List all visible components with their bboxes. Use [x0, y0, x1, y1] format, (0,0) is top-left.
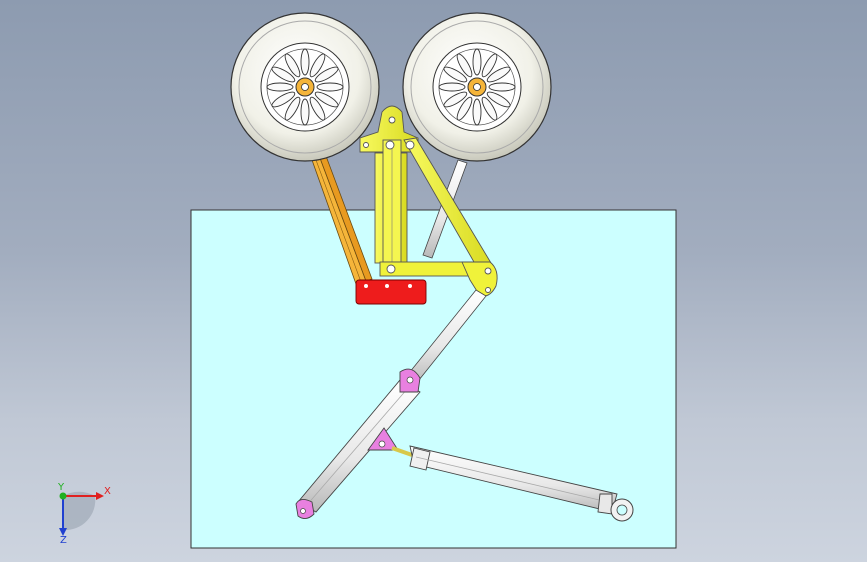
magenta-joint-upper[interactable]: [399, 368, 421, 393]
y-axis-label: Y: [58, 482, 65, 493]
actuator-cylinder[interactable]: [391, 445, 634, 522]
coordinate-triad[interactable]: X Y Z: [40, 480, 120, 550]
right-wheel-spokes: [438, 48, 516, 126]
left-wheel-spokes: [266, 48, 344, 126]
right-wheel[interactable]: [402, 12, 552, 162]
magenta-end-lower[interactable]: [295, 499, 315, 519]
triad-graphic: [59, 491, 104, 536]
magenta-bracket[interactable]: [367, 427, 399, 451]
z-axis-label: Z: [60, 535, 67, 546]
x-axis-label: X: [104, 486, 111, 497]
left-wheel[interactable]: [230, 12, 380, 162]
orange-strut[interactable]: [311, 155, 373, 285]
red-mount-block[interactable]: [355, 279, 427, 305]
yellow-strut-assembly[interactable]: [359, 105, 498, 297]
